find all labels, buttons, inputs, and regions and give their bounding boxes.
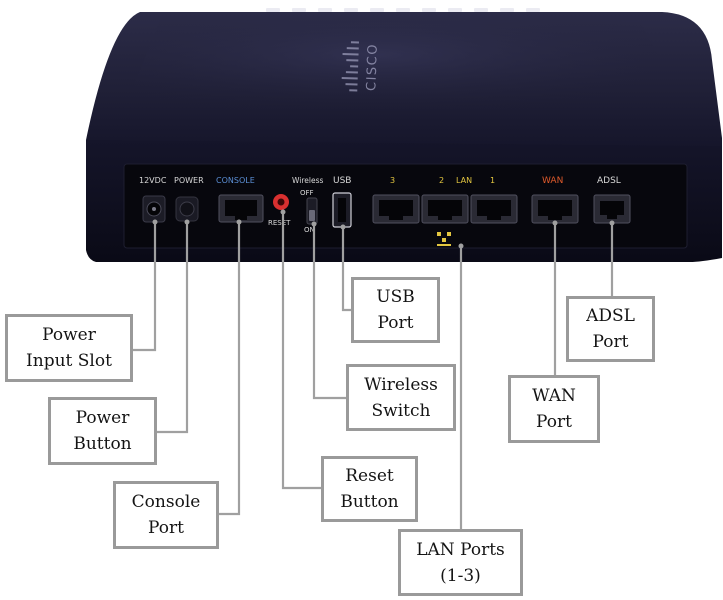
leader-power-input-slot	[133, 222, 157, 352]
wireless-switch-hardware	[306, 197, 318, 225]
callout-power-button-line2: Button	[73, 434, 132, 454]
lan-network-icon	[437, 232, 451, 246]
leader-reset-button	[281, 212, 321, 490]
leader-wireless-switch	[312, 224, 346, 400]
callout-power-button-line1: Power	[75, 408, 130, 428]
callout-power-input-slot: Power Input Slot	[5, 314, 133, 382]
label-wan: WAN	[542, 176, 563, 186]
leader-usb-port	[341, 227, 351, 312]
lan-port-1-hardware	[470, 194, 518, 224]
callout-wireless-switch: Wireless Switch	[346, 364, 456, 431]
callout-adsl-port: ADSL Port	[566, 296, 655, 362]
callout-wan-port-line1: WAN	[532, 386, 576, 406]
label-lan: LAN	[456, 176, 472, 185]
label-console: CONSOLE	[216, 176, 255, 185]
callout-reset-button-line1: Reset	[345, 466, 394, 486]
callout-wireless-switch-line1: Wireless	[364, 374, 438, 395]
cisco-logo-text: CISCO	[364, 43, 381, 91]
label-lan-2: 2	[439, 176, 444, 185]
callout-wan-port: WAN Port	[508, 375, 600, 443]
label-power: POWER	[174, 176, 204, 185]
dc-power-jack	[142, 195, 166, 223]
callout-adsl-port-line1: ADSL	[586, 306, 635, 326]
callout-reset-button: Reset Button	[321, 456, 418, 522]
callout-console-port-line2: Port	[148, 518, 184, 538]
console-port-hardware	[218, 194, 264, 223]
lan-port-3-hardware	[372, 194, 420, 224]
label-adsl: ADSL	[597, 176, 621, 186]
callout-console-port: Console Port	[113, 481, 219, 549]
callout-adsl-port-line2: Port	[592, 332, 629, 352]
status-led-strip	[266, 8, 540, 12]
usb-port-hardware	[332, 192, 352, 228]
callout-wan-port-line2: Port	[536, 412, 572, 432]
callout-usb-port-line2: Port	[377, 313, 414, 333]
leader-power-button	[157, 222, 189, 434]
callout-power-input-slot-line1: Power	[42, 325, 96, 345]
router-top-glare	[120, 20, 690, 120]
wan-port-hardware	[531, 194, 579, 224]
callout-lan-ports-line1: LAN Ports	[416, 539, 505, 560]
power-button-hardware	[175, 196, 199, 222]
callout-power-button: Power Button	[48, 397, 157, 465]
callout-lan-ports: LAN Ports (1-3)	[398, 529, 523, 596]
label-wireless-off: OFF	[300, 189, 314, 197]
callout-power-input-slot-line2: Input Slot	[26, 351, 112, 371]
callout-wireless-switch-line2: Switch	[371, 400, 431, 421]
label-wireless: Wireless	[292, 176, 323, 185]
callout-reset-button-line2: Button	[340, 492, 399, 512]
label-12vdc: 12VDC	[139, 176, 167, 185]
leader-console-port	[219, 222, 241, 516]
label-wireless-on: ON	[304, 226, 315, 234]
callout-usb-port: USB Port	[351, 277, 440, 343]
callout-lan-ports-line2: (1-3)	[440, 565, 481, 586]
lan-port-2-hardware	[421, 194, 469, 224]
cisco-logo: CISCO	[341, 41, 381, 92]
label-reset: RESET	[268, 219, 291, 227]
leader-lines	[133, 212, 614, 530]
reset-button-hardware	[273, 194, 289, 210]
label-usb: USB	[333, 176, 351, 186]
callout-usb-port-line1: USB	[376, 287, 415, 307]
label-lan-1: 1	[490, 176, 495, 185]
adsl-port-hardware	[593, 194, 631, 224]
callout-console-port-line1: Console	[131, 492, 201, 512]
label-lan-3: 3	[390, 176, 395, 185]
